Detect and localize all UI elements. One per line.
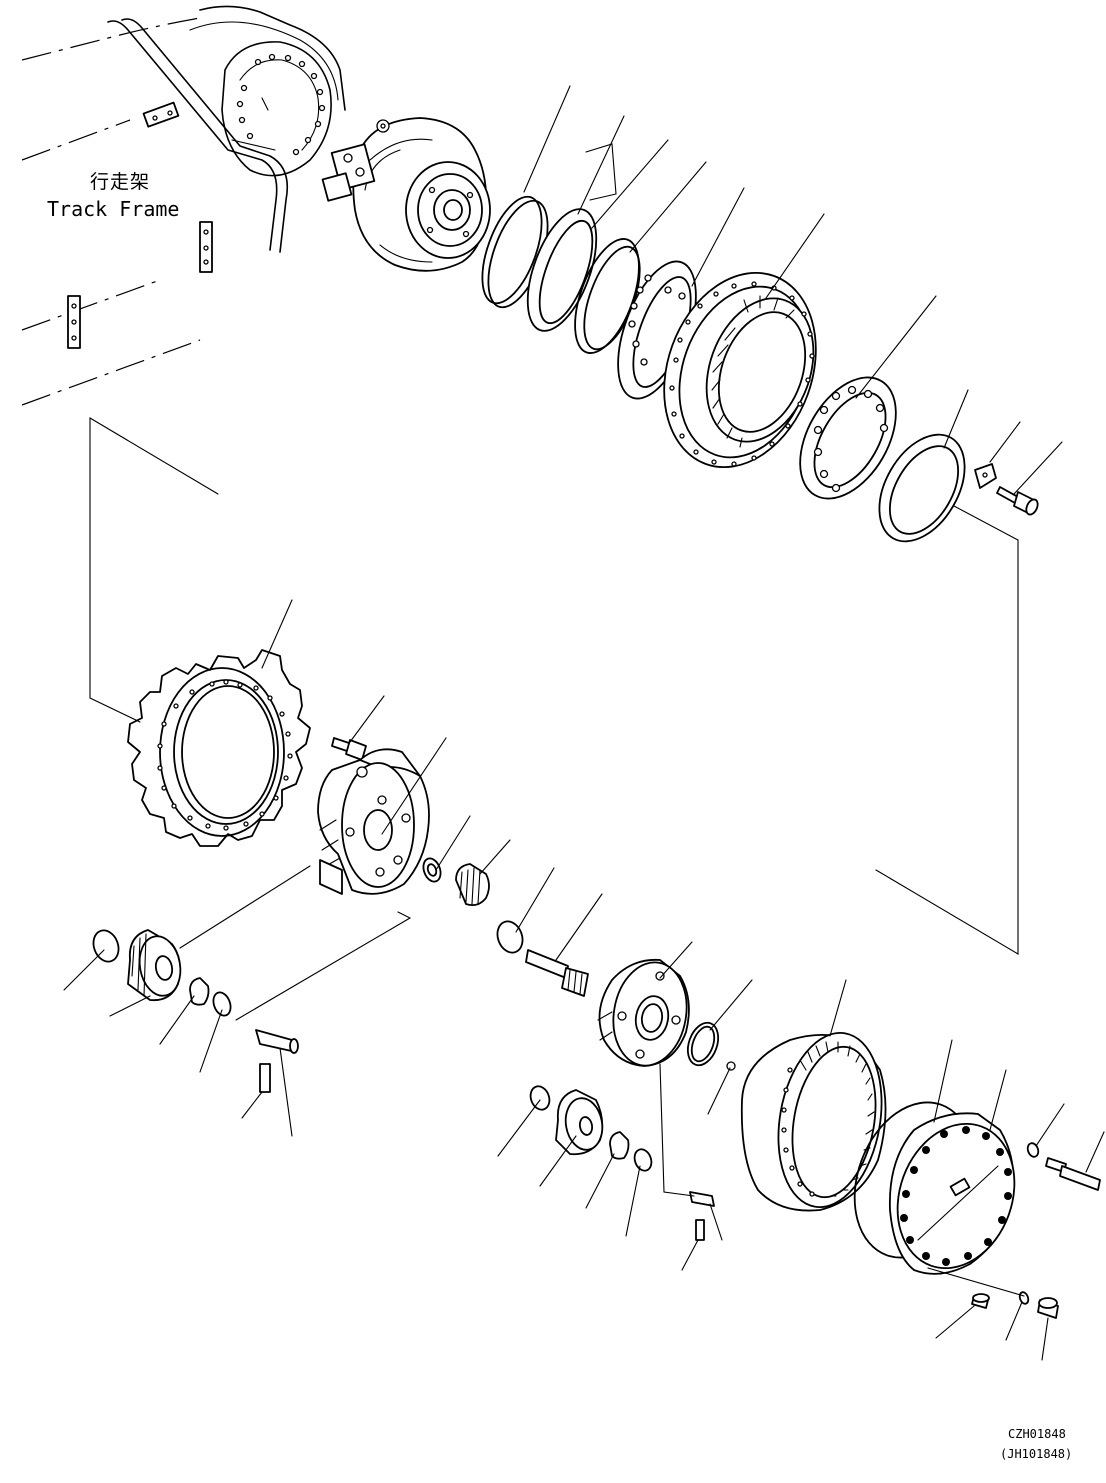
sprocket-icon — [127, 649, 311, 847]
floating-seal-icon — [481, 195, 598, 332]
ball-icon — [726, 1061, 736, 1071]
track-frame-outline-icon — [21, 5, 346, 406]
plug-icon — [1037, 1297, 1059, 1319]
motor-port-block — [321, 119, 390, 202]
assembly-guide-lines — [89, 417, 1025, 1297]
bolt-icon — [996, 486, 1039, 516]
needle-bearing-icon — [609, 1131, 630, 1160]
hub-housing-icon — [663, 271, 817, 469]
lock-plate-icon — [974, 463, 997, 489]
cover-bolt-holes — [900, 1126, 1012, 1266]
planetary-carrier-icon — [317, 748, 430, 895]
washer-icon — [1026, 1142, 1040, 1158]
frame-bolt-holes — [236, 53, 326, 156]
plug-icon — [971, 1293, 990, 1309]
drawing-code-alt: (JH101848) — [1000, 1447, 1073, 1461]
thrust-washer-icon — [212, 991, 232, 1017]
cover-icon — [853, 1101, 1016, 1275]
needle-bearing-icon — [189, 977, 210, 1006]
leader-lines — [63, 85, 1105, 1361]
thrust-washer-icon — [633, 1148, 653, 1172]
sprocket-bolt-holes — [157, 679, 293, 831]
bearing-icon — [617, 260, 697, 400]
ring-gear-bolt-holes — [781, 1067, 815, 1197]
snap-ring-icon — [496, 920, 524, 954]
needle-bearing-icon — [455, 863, 490, 907]
frame-label-chinese: 行走架 — [90, 171, 151, 193]
sun-gear-shaft-icon — [525, 949, 589, 997]
retainer-ring-icon — [878, 433, 966, 543]
bolt-icon — [1045, 1157, 1101, 1191]
ring-gear-icon — [740, 1032, 887, 1212]
planet-gear-icon — [92, 929, 182, 1002]
planet-gear-icon — [529, 1085, 604, 1156]
thrust-washer-icon — [422, 857, 442, 883]
drawing-code: CZH01848 — [1008, 1427, 1066, 1441]
bolt-icon — [331, 737, 367, 761]
bearing-icon — [799, 376, 897, 500]
o-ring-icon — [686, 1021, 720, 1067]
pin-icon — [689, 1191, 715, 1241]
frame-label-english: Track Frame — [47, 197, 180, 221]
pin-icon — [255, 1029, 299, 1093]
planetary-carrier-icon — [597, 958, 690, 1067]
travel-motor-icon — [321, 117, 491, 272]
washer-icon — [1018, 1291, 1030, 1305]
